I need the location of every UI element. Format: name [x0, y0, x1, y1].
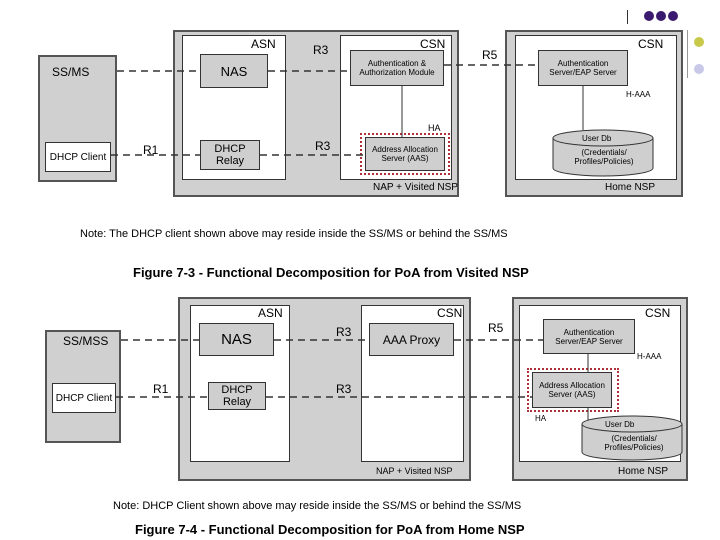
dhcp-client-box: DHCP Client	[45, 142, 111, 172]
figure-note: Note: DHCP Client shown above may reside…	[113, 500, 522, 512]
r1-label: R1	[143, 143, 159, 157]
aas-box: Address Allocation Server (AAS)	[532, 372, 612, 408]
userdb-label: User Db	[582, 134, 612, 143]
r3-bottom-label: R3	[336, 382, 352, 396]
csn-visited-label: CSN	[420, 37, 446, 51]
aas-label: Address Allocation Server (AAS)	[539, 381, 605, 399]
ss-label: SS/MSS	[63, 334, 109, 348]
aaa-proxy-label: AAA Proxy	[382, 332, 441, 347]
haaa-label: H-AAA	[626, 90, 651, 99]
ss-label: SS/MS	[52, 65, 90, 79]
nas-label: NAS	[220, 63, 248, 79]
auth-server-label: Authentication Server/EAP Server	[549, 59, 617, 77]
userdb-label: User Db	[605, 420, 635, 429]
ha-label: HA	[428, 123, 441, 133]
aas-box: Address Allocation Server (AAS)	[365, 137, 445, 171]
lavender-dot-icon	[694, 64, 704, 74]
r5-label: R5	[488, 321, 504, 335]
userdb-sub-label: (Credentials/ Profiles/Policies)	[574, 148, 634, 166]
side-divider-line	[687, 30, 688, 78]
purple-dot-icon	[644, 11, 654, 21]
auth-module-box: Authentication & Authorization Module	[350, 50, 444, 86]
purple-dot-icon	[668, 11, 678, 21]
r1-label: R1	[153, 382, 169, 396]
aas-highlight	[360, 133, 450, 175]
nap-visited-label: NAP + Visited NSP	[376, 466, 453, 476]
dhcp-relay-label: DHCP Relay	[214, 143, 246, 167]
figure-caption: Figure 7-3 - Functional Decomposition fo…	[133, 265, 529, 280]
csn-home-label: CSN	[645, 306, 671, 320]
dhcp-relay-label: DHCP Relay	[221, 384, 253, 408]
aas-highlight	[527, 368, 619, 412]
figure-caption: Figure 7-4 - Functional Decomposition fo…	[135, 522, 525, 537]
ha-label: HA	[535, 414, 547, 423]
dhcp-client-box: DHCP Client	[52, 383, 116, 413]
auth-server-label: Authentication Server/EAP Server	[555, 327, 623, 346]
r3-bottom-label: R3	[315, 139, 331, 153]
auth-server-box: Authentication Server/EAP Server	[538, 50, 628, 86]
olive-dot-icon	[694, 37, 704, 47]
haaa-label: H-AAA	[637, 352, 662, 361]
purple-dot-icon	[656, 11, 666, 21]
auth-server-box: Authentication Server/EAP Server	[543, 319, 635, 354]
r3-top-label: R3	[313, 43, 329, 57]
dhcp-relay-box: DHCP Relay	[208, 382, 266, 410]
dhcp-relay-box: DHCP Relay	[200, 140, 260, 170]
r3-top-label: R3	[336, 325, 352, 339]
asn-label: ASN	[251, 37, 276, 51]
userdb-sub-label: (Credentials/ Profiles/Policies)	[604, 434, 664, 452]
top-divider-line	[627, 10, 628, 24]
nas-box: NAS	[200, 54, 268, 88]
asn-label: ASN	[258, 306, 283, 320]
home-nsp-label: Home NSP	[605, 182, 656, 193]
r5-label: R5	[482, 48, 498, 62]
nas-label: NAS	[221, 331, 252, 348]
figure-note: Note: The DHCP client shown above may re…	[80, 228, 508, 240]
csn-home-label: CSN	[638, 37, 664, 51]
nas-box: NAS	[199, 323, 274, 356]
aaa-proxy-box: AAA Proxy	[369, 323, 454, 356]
aas-label: Address Allocation Server (AAS)	[372, 145, 438, 163]
nap-visited-label: NAP + Visited NSP	[373, 182, 458, 193]
home-nsp-label: Home NSP	[618, 466, 669, 477]
csn-visited-label: CSN	[437, 306, 463, 320]
auth-module-label: Authentication & Authorization Module	[359, 59, 435, 77]
